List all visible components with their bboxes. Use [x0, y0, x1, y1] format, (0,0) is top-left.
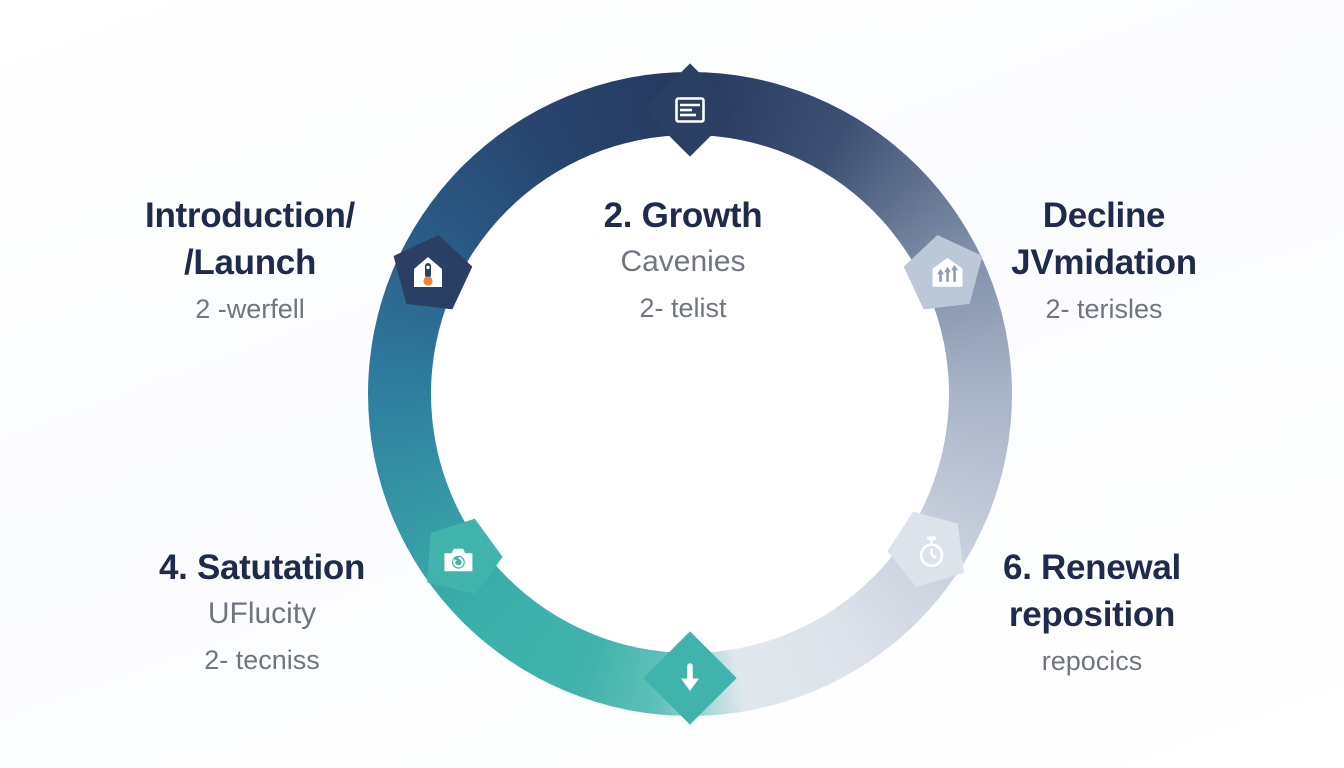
stage-title: JVmidation — [1011, 243, 1197, 282]
stage-title: Introduction/ — [145, 196, 355, 235]
stage-introduction: Introduction/ /Launch 2 -werfell — [70, 192, 430, 332]
marker-renewal — [879, 499, 984, 604]
stage-subtitle: Cavenies — [620, 245, 746, 278]
stage-title: reposition — [1008, 595, 1176, 634]
growth-bars-house-icon — [932, 257, 964, 288]
stage-title: 6. Renewal — [1003, 548, 1181, 587]
stage-title: Decline — [1042, 196, 1166, 235]
stage-subtitle: 2- tecniss — [204, 645, 320, 675]
stage-renewal: 6. Renewal reposition repocics — [932, 544, 1252, 684]
camera-refresh-icon — [442, 547, 474, 574]
down-arrow-icon — [677, 663, 703, 693]
stage-saturation: 4. Satutation UFlucity 2- tecniss — [82, 544, 442, 683]
stage-decline: Decline JVmidation 2- terisles — [944, 192, 1264, 332]
stage-subtitle: repocics — [1041, 646, 1143, 676]
launch-house-icon — [413, 256, 443, 288]
stage-subtitle: 2- terisles — [1045, 294, 1163, 324]
stage-growth: 2. Growth Cavenies 2- telist — [523, 192, 843, 331]
stage-subtitle: 2 -werfell — [195, 294, 305, 324]
marker-cycle-bottom — [643, 631, 737, 725]
stage-title: 4. Satutation — [158, 548, 366, 587]
stage-subtitle: 2- telist — [639, 293, 727, 323]
stage-title: 2. Growth — [603, 196, 763, 235]
ring-inner-hole — [431, 135, 949, 653]
marker-decline — [898, 222, 999, 323]
marker-growth — [643, 63, 737, 157]
stage-subtitle: UFlucity — [207, 597, 317, 630]
marker-introduction — [378, 222, 479, 323]
stage-title: /Launch — [183, 243, 317, 282]
marker-saturation — [405, 507, 511, 613]
timer-icon — [917, 536, 947, 569]
document-card-icon — [675, 97, 705, 123]
